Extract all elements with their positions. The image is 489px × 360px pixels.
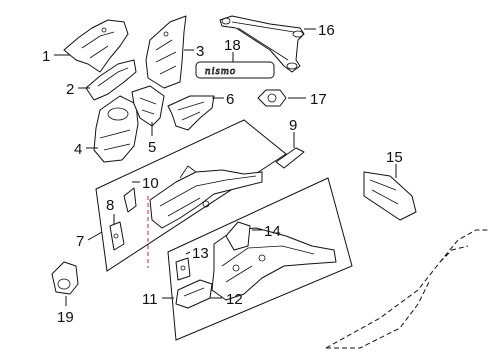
callout-15: 15 xyxy=(386,149,403,166)
part-17-cap xyxy=(257,89,287,107)
part-18-badge: nismo xyxy=(195,61,275,79)
callout-16: 16 xyxy=(318,22,335,39)
part-2-bracket xyxy=(85,59,137,101)
callout-1: 1 xyxy=(42,48,50,65)
callout-3: 3 xyxy=(196,43,204,60)
callout-7: 7 xyxy=(76,233,84,250)
fender-reference-outline xyxy=(325,229,489,349)
upper-side-member-assembly xyxy=(149,165,263,229)
part-13-plate xyxy=(175,257,191,281)
callout-11: 11 xyxy=(142,291,158,308)
part-19-mount-bracket xyxy=(51,261,79,295)
part-6-side-member-extension xyxy=(167,95,215,131)
part-15-cowl-bracket xyxy=(363,171,417,221)
part-9-bracket xyxy=(275,147,305,169)
callout-14: 14 xyxy=(264,223,281,240)
part-12-closing-plate xyxy=(175,279,213,309)
part-16-strut-tower-bar xyxy=(219,15,305,73)
callout-5: 5 xyxy=(148,139,156,156)
callout-2: 2 xyxy=(66,81,74,98)
assembly-panel-lower xyxy=(167,177,353,341)
part-1-hoodledge-reinforcement xyxy=(63,19,129,73)
assembly-panel-upper xyxy=(95,119,287,272)
callout-12: 12 xyxy=(226,291,243,308)
badge-text: nismo xyxy=(205,65,236,77)
callout-8: 8 xyxy=(106,197,114,214)
callout-18: 18 xyxy=(224,37,241,54)
callout-17: 17 xyxy=(310,91,327,108)
callout-10: 10 xyxy=(142,175,159,192)
callout-13: 13 xyxy=(192,245,209,262)
callout-9: 9 xyxy=(289,117,297,134)
callout-6: 6 xyxy=(226,91,234,108)
part-3-hoodledge-panel xyxy=(145,15,187,89)
part-5-apron-gusset xyxy=(131,85,165,127)
part-14-reinforcement xyxy=(225,221,251,251)
callout-4: 4 xyxy=(74,141,82,158)
part-8-bracket xyxy=(109,221,125,251)
callout-19: 19 xyxy=(57,309,74,326)
part-4-strut-housing xyxy=(93,95,139,163)
part-10-gusset xyxy=(123,187,137,213)
